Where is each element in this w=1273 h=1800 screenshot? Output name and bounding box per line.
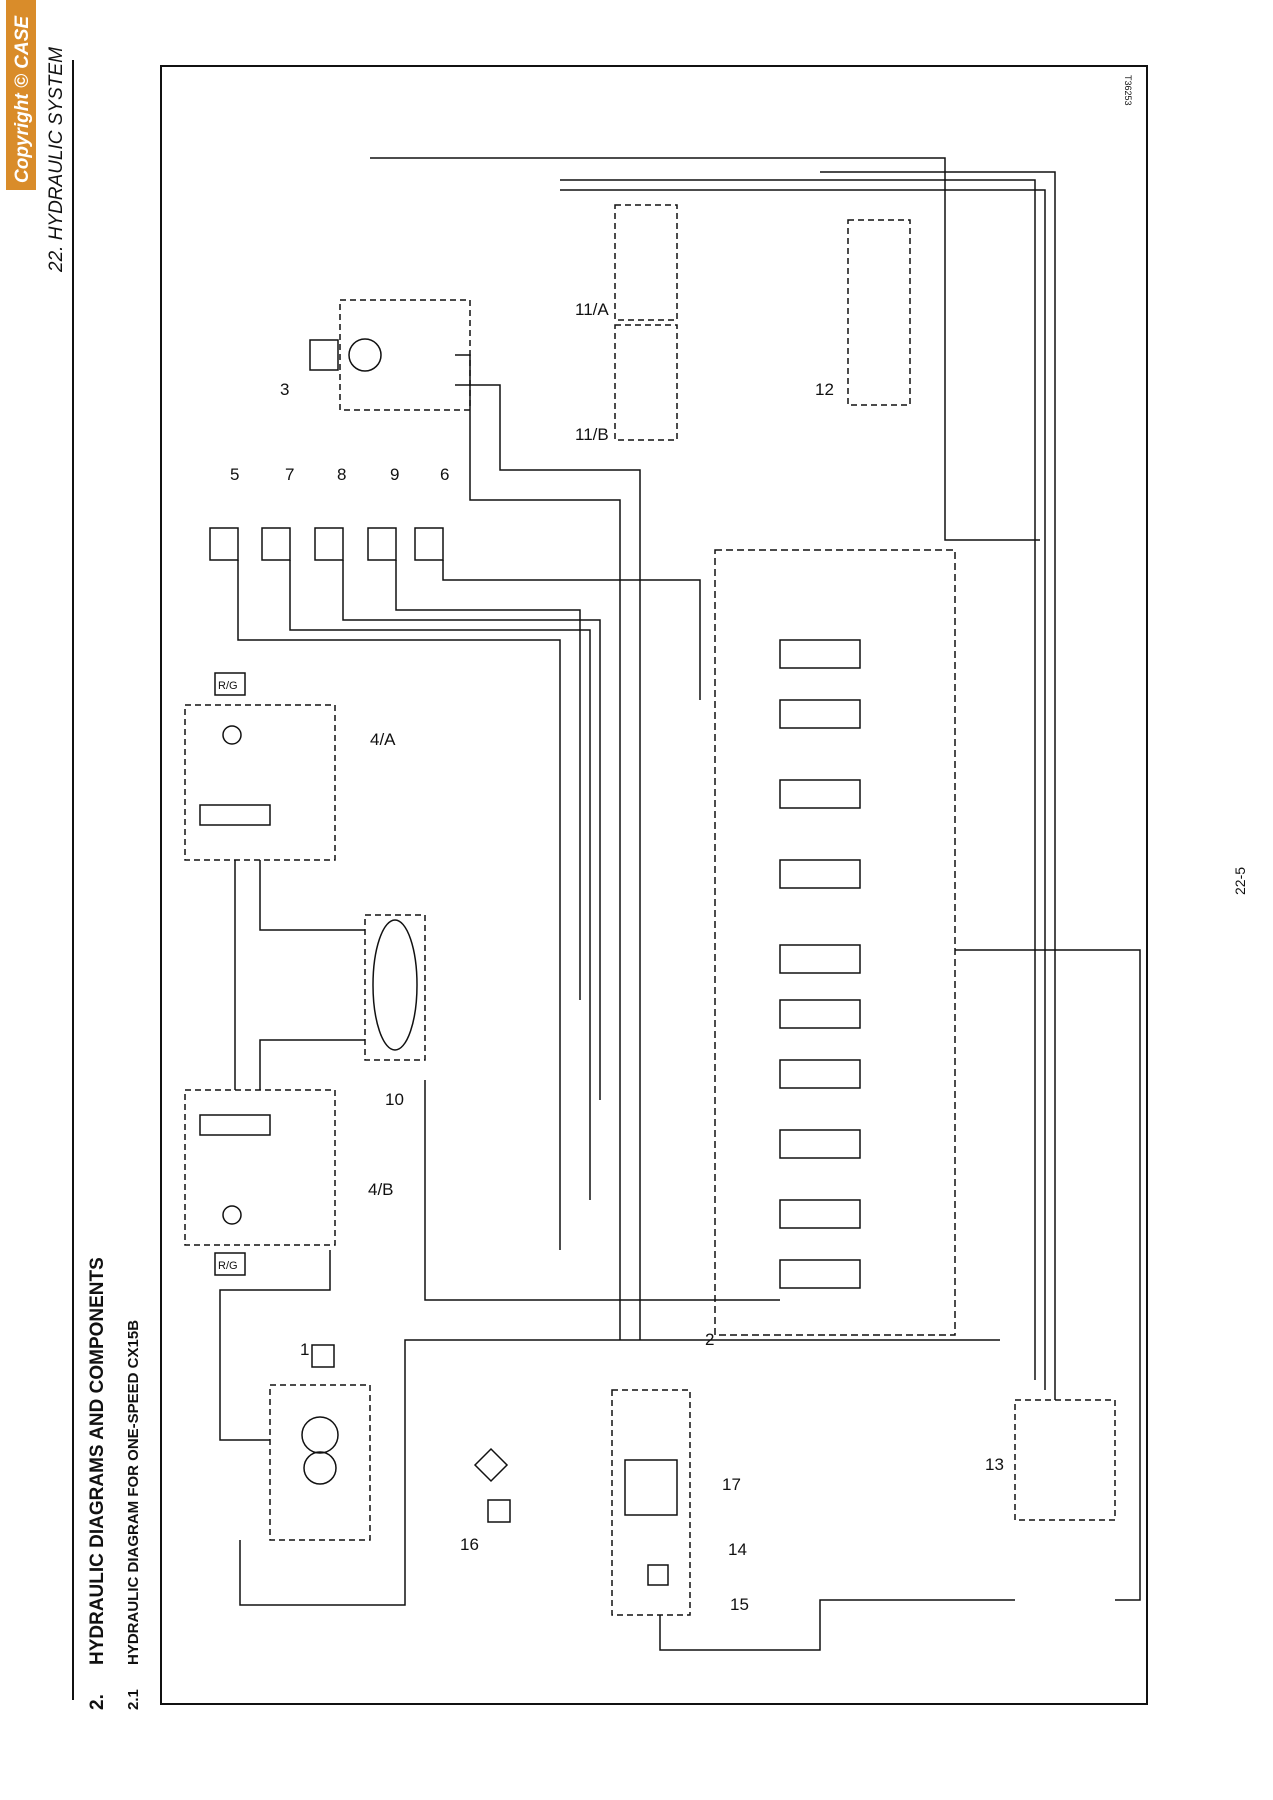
callout-10: 10 bbox=[385, 1090, 404, 1109]
cylinder-8 bbox=[314, 527, 344, 561]
oil-cooler bbox=[473, 1447, 509, 1483]
callout-9: 9 bbox=[390, 465, 399, 484]
copyright-stamp bbox=[6, 0, 36, 190]
callout-11b: 11/B bbox=[575, 425, 609, 444]
check-valve-16 bbox=[487, 1499, 511, 1523]
callout-3: 3 bbox=[280, 380, 289, 399]
diagram-frame bbox=[160, 65, 1148, 1705]
control-valve-block bbox=[714, 549, 956, 1336]
cylinder-5 bbox=[209, 527, 239, 561]
pilot-valve-11b bbox=[614, 324, 678, 441]
pump-1 bbox=[269, 1384, 371, 1541]
rotary-joint-10 bbox=[364, 914, 426, 1061]
callout-8: 8 bbox=[337, 465, 346, 484]
rg-label-top: R/G bbox=[218, 680, 238, 692]
drawing-ref: T36253 bbox=[1123, 75, 1133, 106]
engine-box bbox=[311, 1344, 335, 1368]
callout-6: 6 bbox=[440, 465, 449, 484]
callout-12: 12 bbox=[815, 380, 834, 399]
callout-4a: 4/A bbox=[370, 730, 396, 749]
valve-spools bbox=[779, 639, 861, 1289]
callout-4b: 4/B bbox=[368, 1180, 394, 1199]
callout-1: 1 bbox=[300, 1340, 309, 1359]
header-rule bbox=[72, 60, 74, 1700]
cylinder-7 bbox=[261, 527, 291, 561]
travel-motor-4b bbox=[184, 1089, 336, 1246]
strainer-15 bbox=[647, 1564, 669, 1586]
pilot-valve-12 bbox=[847, 219, 911, 406]
filter-14 bbox=[624, 1459, 678, 1516]
rg-box-top bbox=[214, 672, 246, 696]
callout-14: 14 bbox=[728, 1540, 747, 1559]
swing-motor-3 bbox=[339, 299, 471, 411]
callout-16: 16 bbox=[460, 1535, 479, 1554]
callout-5: 5 bbox=[230, 465, 239, 484]
cylinder-6 bbox=[414, 527, 444, 561]
rg-label-bottom: R/G bbox=[218, 1260, 238, 1272]
pilot-valve-11a bbox=[614, 204, 678, 321]
rg-box-bottom bbox=[214, 1252, 246, 1276]
travel-motor-4a bbox=[184, 704, 336, 861]
tank-17 bbox=[611, 1389, 691, 1616]
callout-13: 13 bbox=[985, 1455, 1004, 1474]
callout-11a: 11/A bbox=[575, 300, 609, 319]
callout-7: 7 bbox=[285, 465, 294, 484]
callout-17: 17 bbox=[722, 1475, 741, 1494]
cylinder-9 bbox=[367, 527, 397, 561]
callout-15: 15 bbox=[730, 1595, 749, 1614]
swing-motor-symbol bbox=[348, 338, 382, 372]
solenoid-valve-13 bbox=[1014, 1399, 1116, 1521]
swing-motor-box bbox=[309, 339, 339, 371]
callout-2: 2 bbox=[705, 1330, 714, 1349]
